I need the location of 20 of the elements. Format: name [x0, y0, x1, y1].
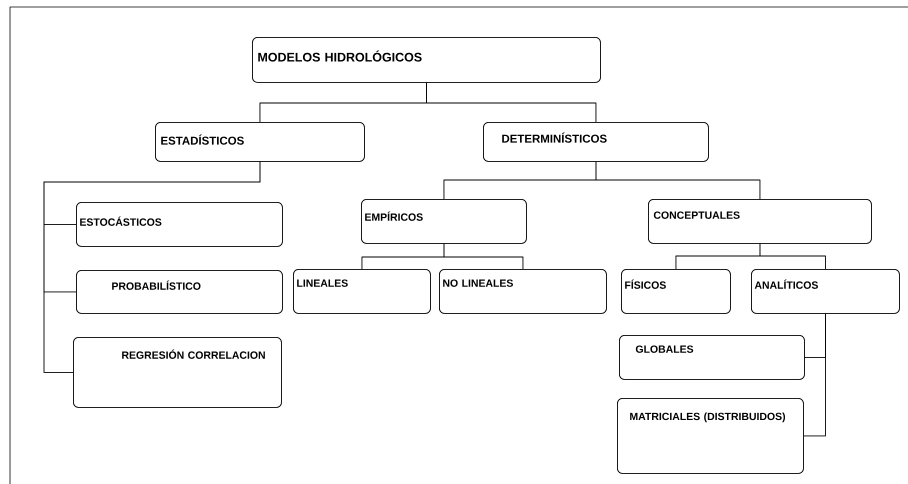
- model-box: NO LINEALES: [439, 269, 607, 314]
- model-box: PROBABILÍSTICO: [76, 270, 283, 314]
- model-box: DETERMINÍSTICOS: [483, 122, 709, 162]
- model-box: REGRESIÓN CORRELACION: [73, 337, 282, 408]
- model-box: ESTADÍSTICOS: [155, 122, 365, 162]
- model-box: EMPÍRICOS: [361, 199, 527, 244]
- model-box: ANALÍTICOS: [751, 269, 900, 314]
- connector-line: [760, 243, 826, 270]
- model-box: MODELOS HIDROLÓGICOS: [252, 37, 601, 83]
- model-box: ESTOCÁSTICOS: [76, 202, 283, 247]
- model-box: GLOBALES: [619, 335, 805, 380]
- connector-line: [426, 82, 596, 122]
- connector-line: [803, 313, 826, 436]
- model-box: CONCEPTUALES: [648, 199, 872, 244]
- model-box: FÍSICOS: [621, 269, 731, 314]
- model-box: LINEALES: [293, 269, 431, 314]
- connector-line: [444, 243, 524, 270]
- model-box: MATRICIALES (DISTRIBUIDOS): [617, 398, 804, 474]
- connector-line: [596, 161, 760, 200]
- connector-line: [44, 161, 260, 373]
